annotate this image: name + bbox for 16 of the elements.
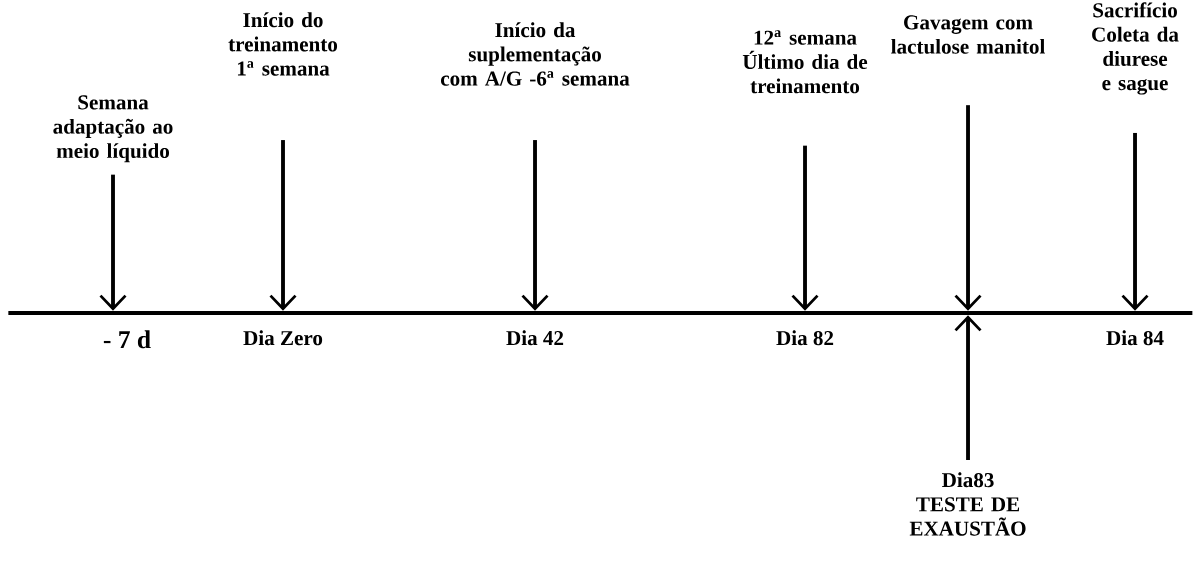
arrow xyxy=(521,140,549,311)
event-label: Início da suplementação com A/G -6$^{a}$ semana xyxy=(441,22,630,86)
arrow xyxy=(99,174,127,311)
day-label: - 7 d xyxy=(103,330,151,349)
arrow xyxy=(954,105,982,311)
timeline xyxy=(8,311,1193,315)
event-label: 12$^{a}$ semana Último dia de treinamento xyxy=(742,30,868,94)
event-label: Sacrifício Coleta da diurese e sague xyxy=(1092,2,1179,95)
event-label: Gavagem com lactulose manitol xyxy=(891,15,1045,54)
arrow xyxy=(954,315,982,460)
event-label: Início do treinamento 1$^{a}$ semana xyxy=(228,12,338,76)
arrow xyxy=(269,140,297,311)
event-label: Dia83 TESTE DE EXAUSTÃO xyxy=(909,472,1026,536)
arrow xyxy=(791,145,819,311)
arrow xyxy=(1121,132,1149,311)
event-label: Semana adaptação ao meio líquido xyxy=(53,95,173,163)
